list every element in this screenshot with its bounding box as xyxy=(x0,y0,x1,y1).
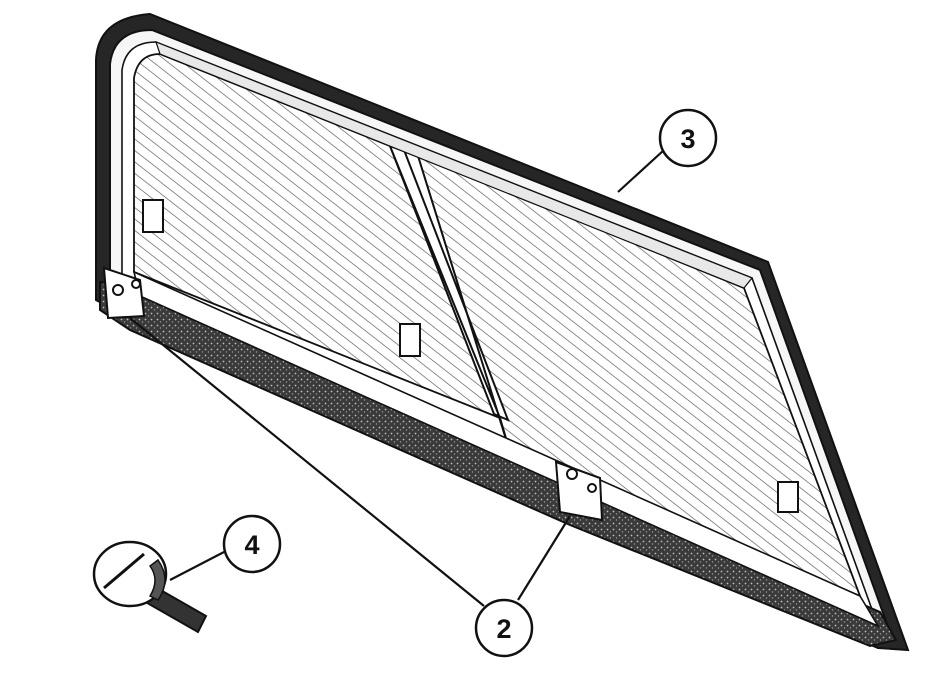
window-frame xyxy=(95,12,910,652)
catch-left xyxy=(142,199,164,233)
top-rail xyxy=(155,40,753,289)
callout-3: 3 xyxy=(658,108,718,168)
knob-slot xyxy=(103,552,145,590)
leader-lines xyxy=(129,149,665,607)
leader-line-4 xyxy=(169,551,225,581)
knob-screw xyxy=(92,540,208,634)
knob-head xyxy=(92,540,168,608)
leader-line-2-left xyxy=(129,317,485,607)
callout-2: 2 xyxy=(474,598,534,658)
catch-right xyxy=(777,481,799,513)
callout-2-label: 2 xyxy=(496,614,511,644)
callout-4: 4 xyxy=(222,514,282,574)
leader-line-3 xyxy=(617,149,665,193)
callout-3-label: 3 xyxy=(680,124,695,154)
knob-rim-shading xyxy=(148,558,166,601)
leader-line-2-right xyxy=(517,515,571,601)
catch-middle xyxy=(399,323,421,357)
callout-4-label: 4 xyxy=(244,530,259,560)
hinge-right xyxy=(554,460,604,522)
hinge-left xyxy=(102,266,146,320)
